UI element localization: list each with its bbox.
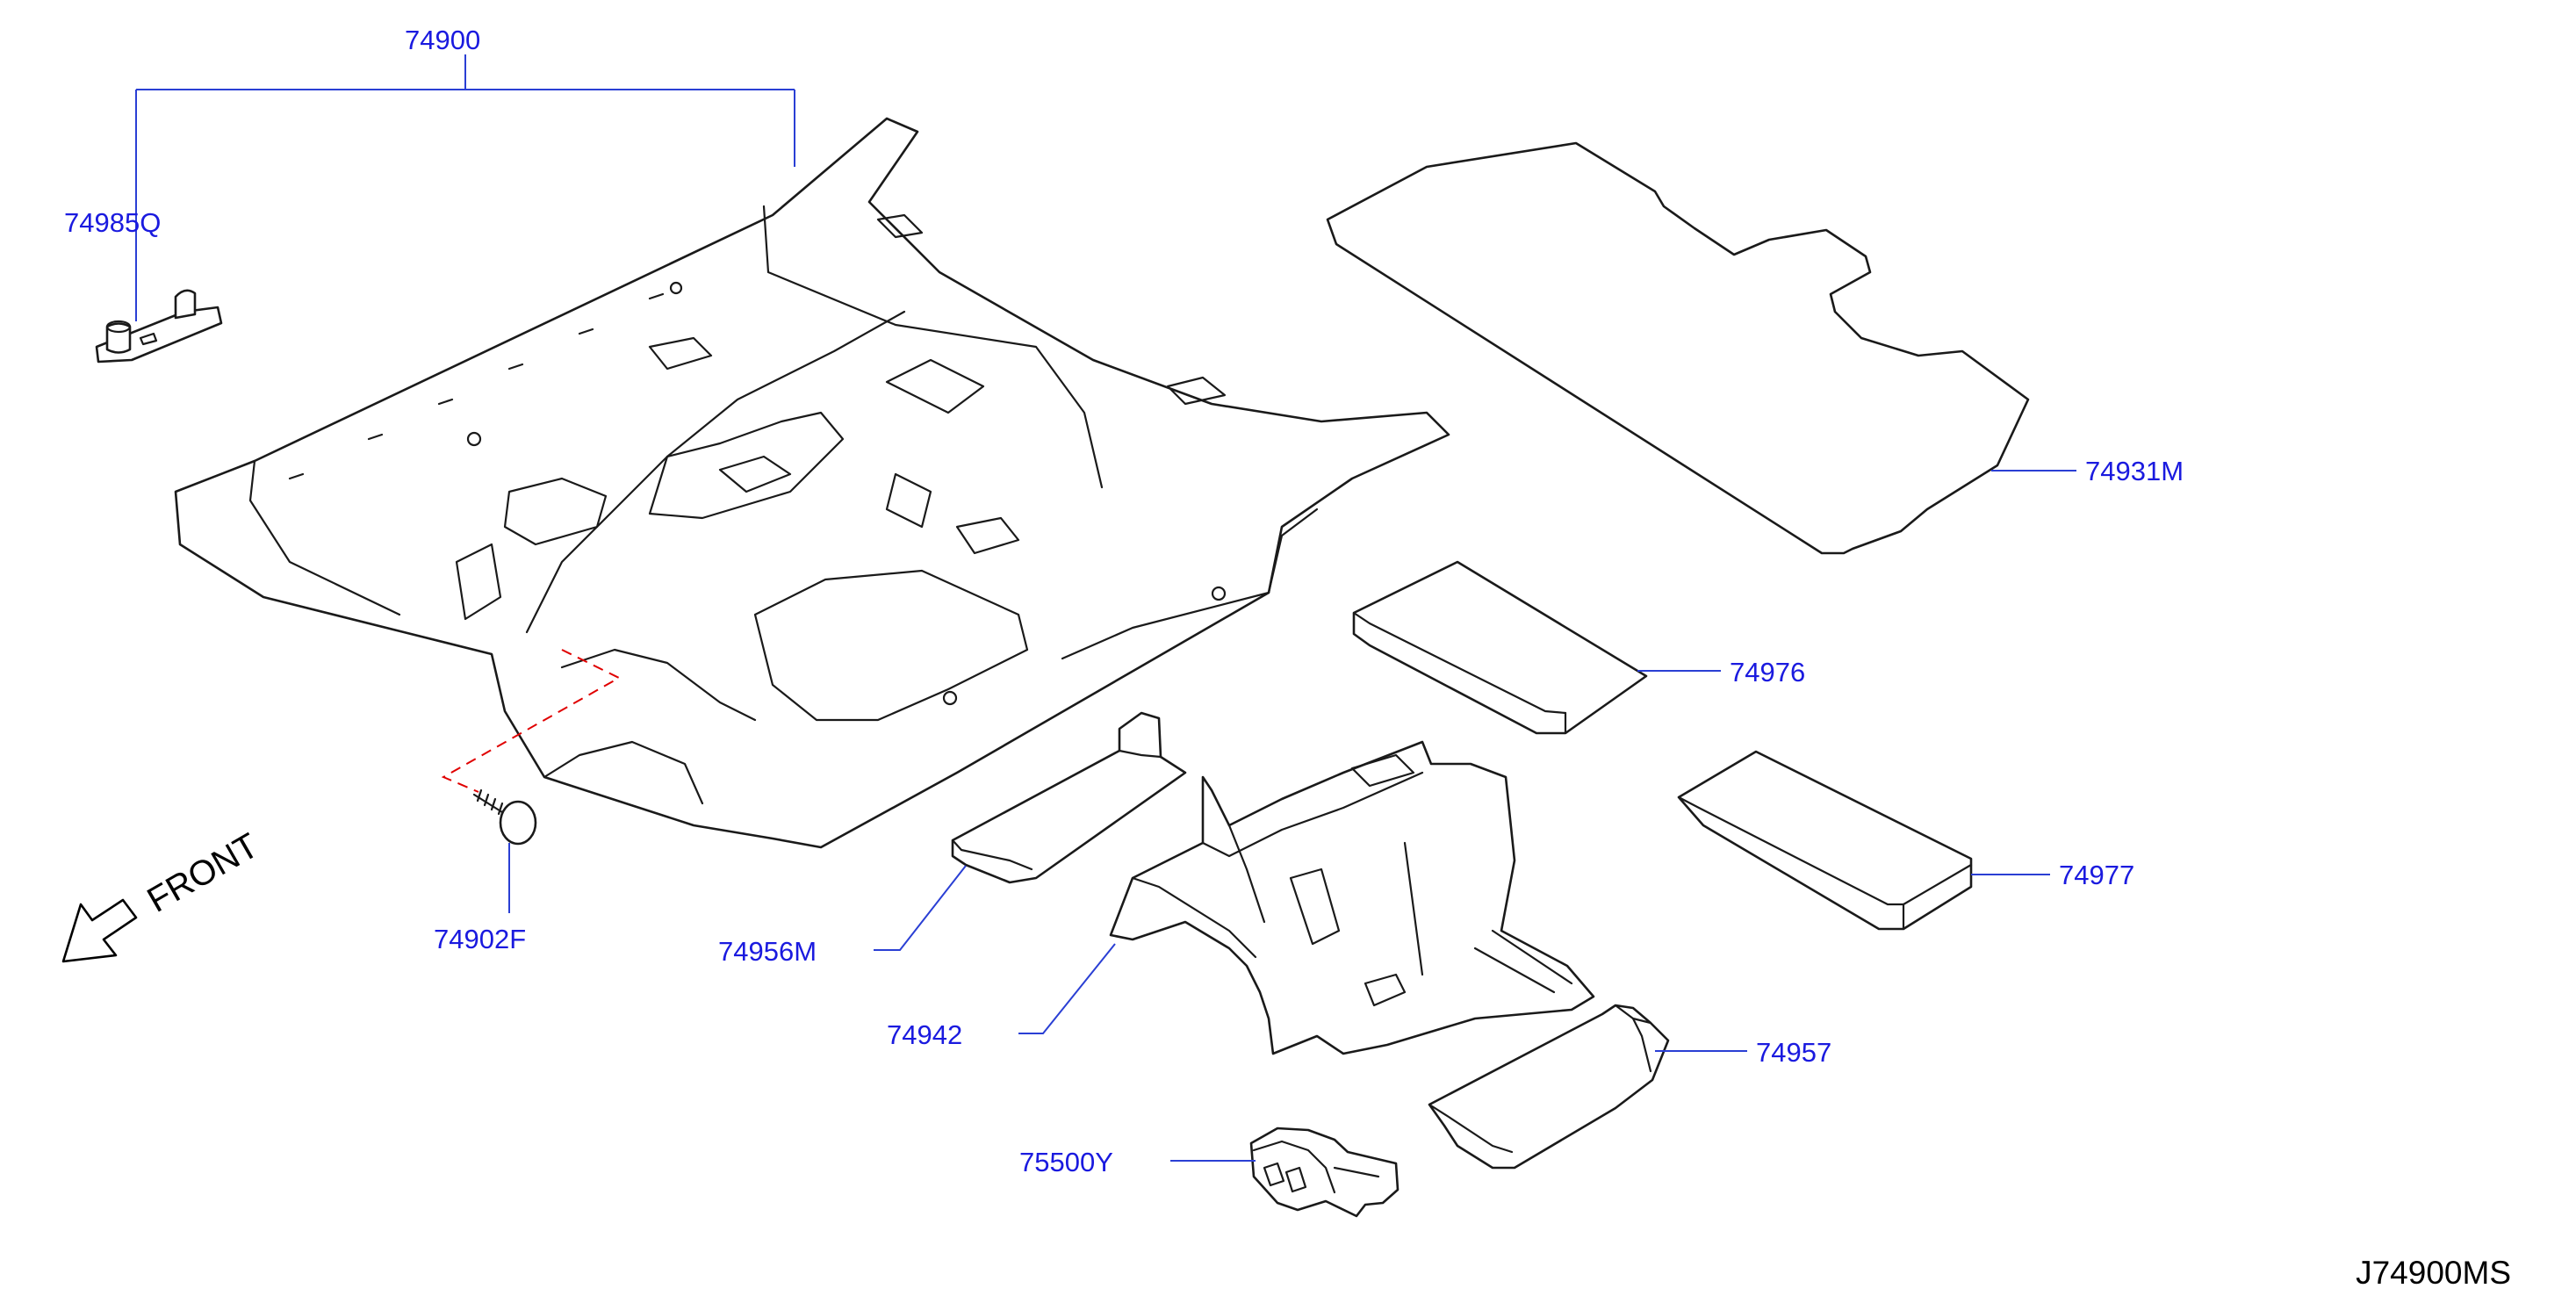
- front-spacer-74957-part[interactable]: [1428, 1004, 1670, 1170]
- front-direction-label: FRONT: [141, 826, 265, 920]
- label-75500y: 75500Y: [1019, 1147, 1113, 1177]
- floor-carpet-part[interactable]: [174, 117, 1450, 849]
- spacer-74977-part[interactable]: [1677, 750, 1973, 931]
- leader-74900: [135, 54, 795, 299]
- clip-74985q-part[interactable]: [95, 289, 223, 364]
- label-74900: 74900: [405, 25, 480, 55]
- label-74976: 74976: [1730, 657, 1805, 687]
- diagram-code: J74900MS: [2356, 1255, 2511, 1291]
- rear-floor-board-part[interactable]: [1326, 141, 2030, 555]
- label-74902f: 74902F: [434, 924, 526, 954]
- spacer-74976-part[interactable]: [1352, 560, 1648, 735]
- center-insulator-part[interactable]: [1109, 740, 1595, 1055]
- label-74977: 74977: [2059, 860, 2134, 890]
- label-74931m: 74931M: [2085, 456, 2184, 486]
- label-74956m: 74956M: [718, 936, 817, 967]
- leader-74956m: [874, 865, 967, 951]
- clip-74902f-part[interactable]: [472, 788, 537, 846]
- label-74985q: 74985Q: [64, 207, 161, 238]
- front-spacer-74956m-part[interactable]: [951, 711, 1187, 884]
- leader-74942: [1018, 943, 1116, 1034]
- dashed-link: [441, 649, 622, 793]
- bracket-75500y-part[interactable]: [1249, 1127, 1400, 1218]
- label-74942: 74942: [887, 1019, 962, 1050]
- front-arrow-icon: [61, 898, 138, 963]
- label-74957: 74957: [1756, 1037, 1831, 1068]
